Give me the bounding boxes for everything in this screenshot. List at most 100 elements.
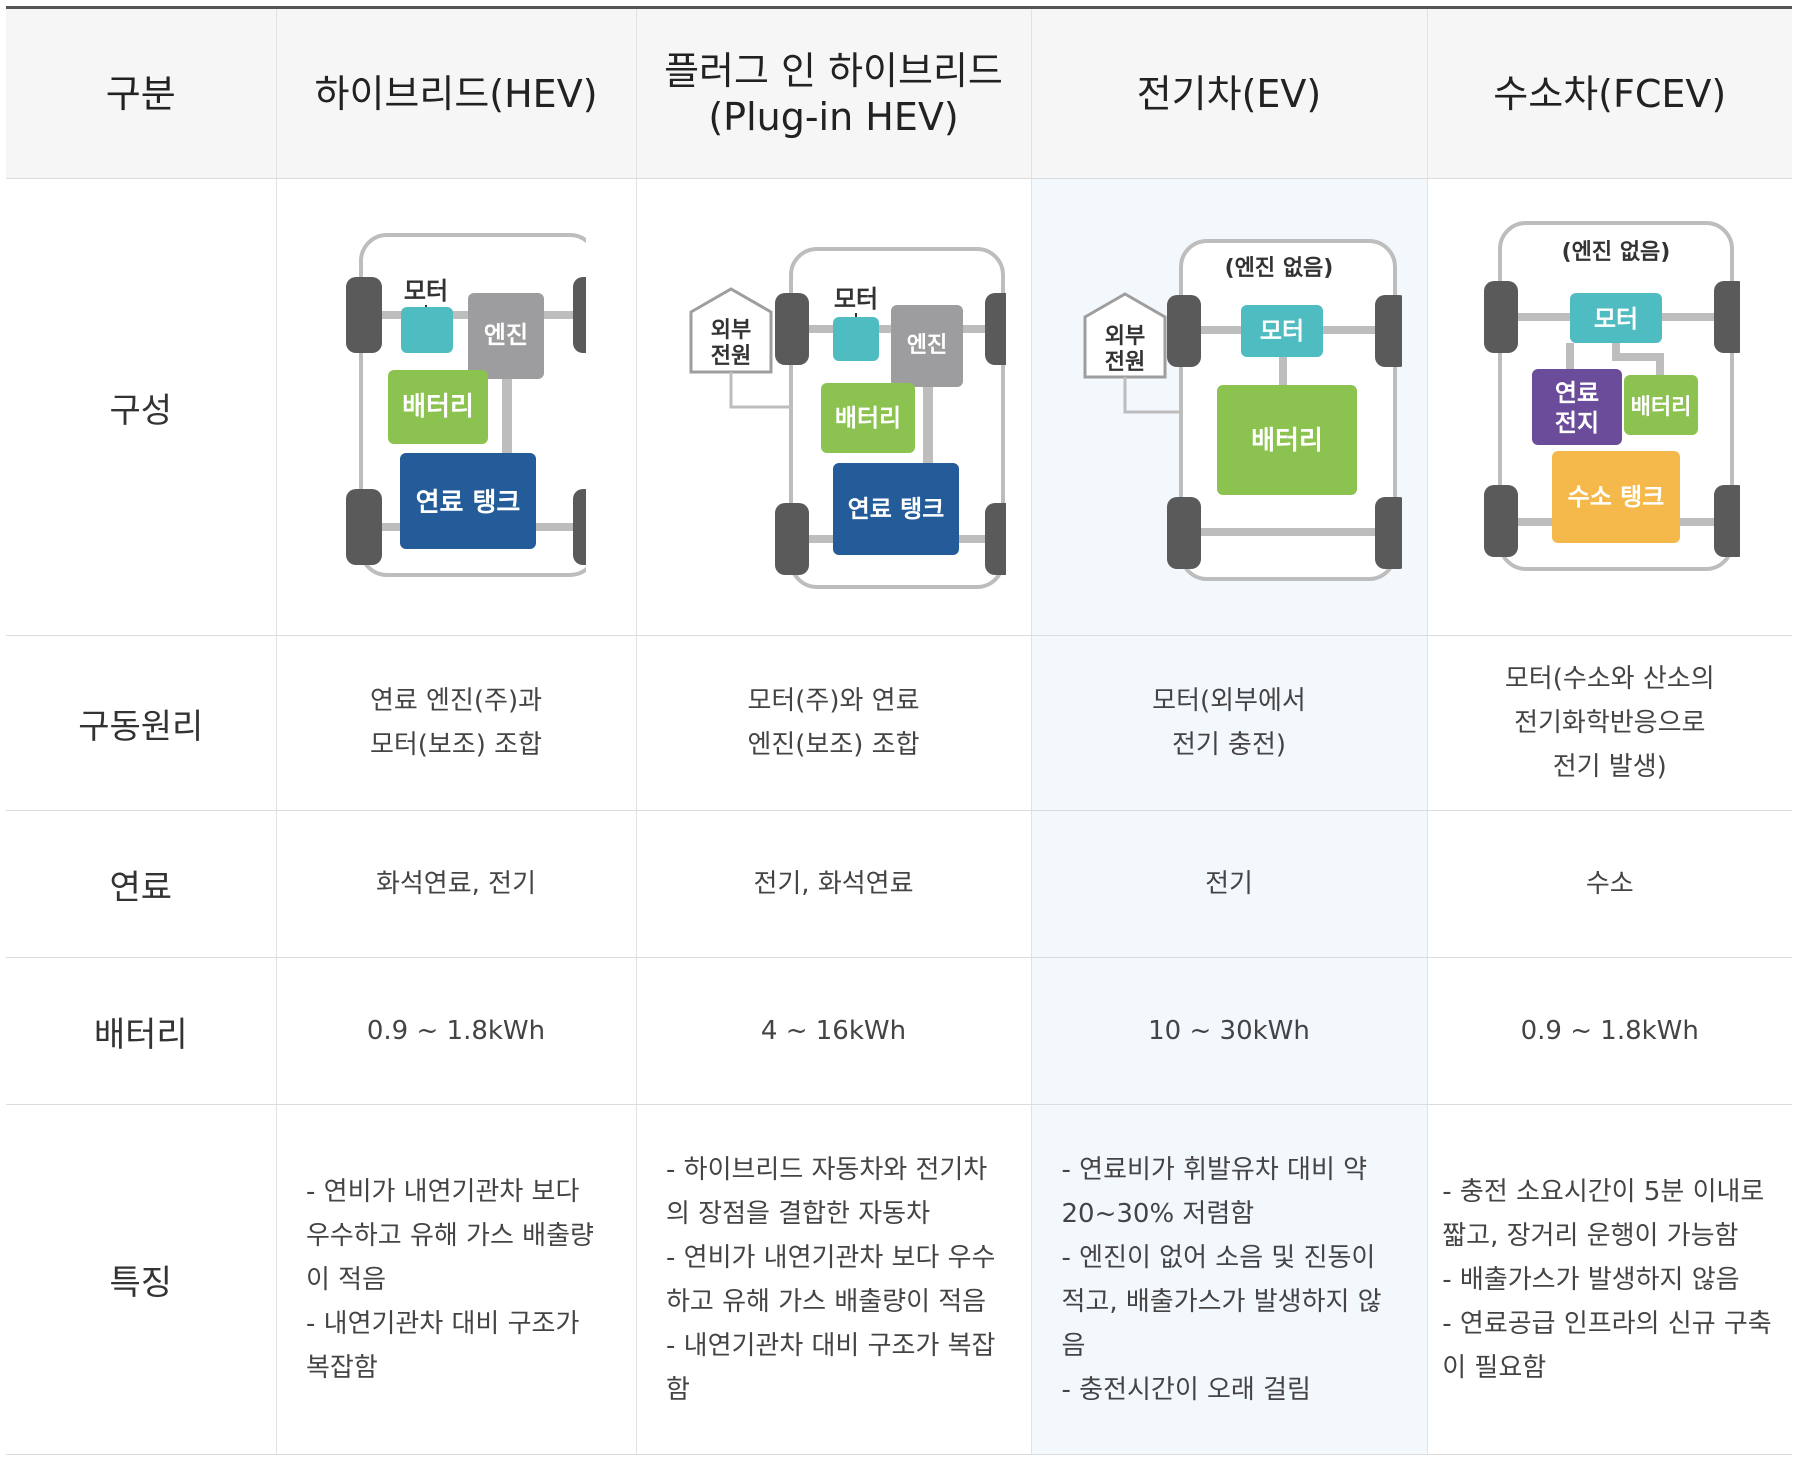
feature-item: - 충전시간이 오래 걸림 xyxy=(1061,1374,1311,1405)
wheel xyxy=(1483,281,1518,353)
feature-item: - 연비가 내연기관차 보다 우수하고 유해 가스 배출량이 적음 xyxy=(306,1176,594,1295)
hev-battery-cell: 0.9 ~ 1.8kWh xyxy=(276,957,637,1105)
header-phev-line2: (Plug-in HEV) xyxy=(708,94,959,139)
battery-label: 배터리 xyxy=(835,404,901,432)
fcev-fuel-cell: 수소 xyxy=(1427,810,1792,958)
phev-drive-line: 엔진(보조) 조합 xyxy=(747,730,920,760)
battery-block xyxy=(821,383,915,453)
feature-item: - 엔진이 없어 소음 및 진동이 적고, 배출가스가 발생하지 않음 xyxy=(1061,1242,1382,1361)
hev-fuel-cell: 화석연료, 전기 xyxy=(276,810,637,958)
feature-item: - 연료공급 인프라의 신규 구축이 필요함 xyxy=(1442,1308,1772,1383)
motor-label: 모터 xyxy=(834,285,878,313)
hydrogen-tank-block xyxy=(1551,451,1680,543)
header-phev: 플러그 인 하이브리드 (Plug-in HEV) xyxy=(636,7,1032,179)
header-phev-line1: 플러그 인 하이브리드 xyxy=(664,48,1003,93)
wheel xyxy=(1483,485,1518,557)
engine-block xyxy=(468,293,544,379)
ev-features-cell: - 연료비가 휘발유차 대비 약 20~30% 저렴함 - 엔진이 없어 소음 … xyxy=(1031,1104,1428,1455)
fcev-drive-line: 모터(수소와 산소의 xyxy=(1504,664,1715,694)
fcev-features-cell: - 충전 소요시간이 5분 이내로 짧고, 장거리 운행이 가능함 - 배출가스… xyxy=(1427,1104,1792,1455)
motor-block xyxy=(401,307,453,353)
motor-block xyxy=(1240,305,1323,357)
wheel xyxy=(1166,497,1201,569)
battery-block xyxy=(1216,385,1357,495)
battery-block xyxy=(388,370,488,444)
wheel xyxy=(346,277,382,353)
ev-drive-line: 전기 충전) xyxy=(1171,730,1287,760)
engine-label: 엔진 xyxy=(484,321,528,349)
hev-drive-line: 연료 엔진(주)과 xyxy=(369,686,543,716)
fcev-car-diagram: (엔진 없음) 모터 연료 전지 배터리 xyxy=(1483,221,1740,571)
motor-label: 모터 xyxy=(1594,305,1638,333)
external-label-2: 전원 xyxy=(1104,350,1144,375)
ev-diagram-cell: 외부 전원 (엔진 없음) 모터 배터리 xyxy=(1031,178,1428,636)
no-engine-label: (엔진 없음) xyxy=(1224,256,1333,281)
row-label-composition: 구성 xyxy=(6,178,277,636)
fuel-row: 연료 화석연료, 전기 전기, 화석연료 전기 수소 xyxy=(6,810,1792,958)
header-fcev: 수소차(FCEV) xyxy=(1427,7,1792,179)
engine-label: 엔진 xyxy=(907,333,947,358)
external-label-1: 외부 xyxy=(1104,324,1144,349)
row-label-battery: 배터리 xyxy=(6,957,277,1105)
battery-label: 배터리 xyxy=(1630,395,1691,420)
row-label-drive: 구동원리 xyxy=(6,635,277,811)
fcev-drive-cell: 모터(수소와 산소의 전기화학반응으로 전기 발생) xyxy=(1427,635,1792,811)
feature-item: - 연료비가 휘발유차 대비 약 20~30% 저렴함 xyxy=(1061,1154,1368,1229)
fuel-cell-label-1: 연료 xyxy=(1555,379,1599,407)
hev-drive-cell: 연료 엔진(주)과 모터(보조) 조합 xyxy=(276,635,637,811)
feature-item: - 내연기관차 대비 구조가 복잡함 xyxy=(666,1330,996,1405)
hev-features-cell: - 연비가 내연기관차 보다 우수하고 유해 가스 배출량이 적음 - 내연기관… xyxy=(276,1104,637,1455)
wheel xyxy=(1713,281,1740,353)
drive-row: 구동원리 연료 엔진(주)과 모터(보조) 조합 모터(주)와 연료 엔진(보조… xyxy=(6,635,1792,811)
fuel-tank-block xyxy=(400,453,536,549)
fuel-cell-label-2: 전지 xyxy=(1555,409,1599,437)
battery-label: 배터리 xyxy=(402,392,474,422)
header-hev: 하이브리드(HEV) xyxy=(276,7,637,179)
external-power-box xyxy=(1083,292,1166,379)
header-category: 구분 xyxy=(6,7,277,179)
ev-features-list: - 연료비가 휘발유차 대비 약 20~30% 저렴함 - 엔진이 없어 소음 … xyxy=(1062,1148,1397,1412)
row-label-features: 특징 xyxy=(6,1104,277,1455)
phev-fuel-cell: 전기, 화석연료 xyxy=(636,810,1032,958)
feature-item: - 충전 소요시간이 5분 이내로 짧고, 장거리 운행이 가능함 xyxy=(1442,1176,1765,1251)
wheel xyxy=(1374,295,1402,367)
battery-label: 배터리 xyxy=(1251,426,1323,456)
motor-block xyxy=(1569,293,1662,343)
engine-block xyxy=(891,305,963,387)
phev-features-cell: - 하이브리드 자동차와 전기차의 장점을 결합한 자동차 - 연비가 내연기관… xyxy=(636,1104,1032,1455)
hev-features-list: - 연비가 내연기관차 보다 우수하고 유해 가스 배출량이 적음 - 내연기관… xyxy=(306,1170,606,1390)
row-label-fuel: 연료 xyxy=(6,810,277,958)
fuel-cell-block xyxy=(1531,369,1622,445)
wheel xyxy=(775,503,809,575)
fuel-tank-block xyxy=(833,463,959,555)
fcev-drive-line: 전기 발생) xyxy=(1552,752,1667,782)
fcev-drive-line: 전기화학반응으로 xyxy=(1514,708,1706,738)
fuel-tank-label: 연료 탱크 xyxy=(416,488,521,518)
feature-item: - 배출가스가 발생하지 않음 xyxy=(1442,1264,1740,1295)
wheel xyxy=(985,503,1006,575)
phev-diagram-cell: 외부 전원 모터 엔진 배터리 xyxy=(636,178,1032,636)
phev-drive-line: 모터(주)와 연료 xyxy=(747,686,920,716)
phev-battery-cell: 4 ~ 16kWh xyxy=(636,957,1032,1105)
motor-label: 모터 xyxy=(404,277,448,305)
fcev-diagram-cell: (엔진 없음) 모터 연료 전지 배터리 xyxy=(1427,178,1792,636)
header-row: 구분 하이브리드(HEV) 플러그 인 하이브리드 (Plug-in HEV) … xyxy=(6,7,1792,179)
external-label-2: 전원 xyxy=(711,344,751,369)
hev-diagram-cell: 모터 엔진 배터리 연료 탱크 xyxy=(276,178,637,636)
feature-item: - 하이브리드 자동차와 전기차의 장점을 결합한 자동차 xyxy=(666,1154,988,1229)
motor-block xyxy=(833,317,879,361)
features-row: 특징 - 연비가 내연기관차 보다 우수하고 유해 가스 배출량이 적음 - 내… xyxy=(6,1104,1792,1455)
ev-drive-cell: 모터(외부에서 전기 충전) xyxy=(1031,635,1428,811)
hydrogen-tank-label: 수소 탱크 xyxy=(1567,483,1664,511)
ev-car-diagram: 외부 전원 (엔진 없음) 모터 배터리 xyxy=(1083,239,1402,581)
fcev-features-list: - 충전 소요시간이 5분 이내로 짧고, 장거리 운행이 가능함 - 배출가스… xyxy=(1442,1170,1777,1390)
hev-car-diagram: 모터 엔진 배터리 연료 탱크 xyxy=(346,233,586,577)
wheel xyxy=(573,489,586,565)
no-engine-label: (엔진 없음) xyxy=(1561,240,1670,265)
header-ev: 전기차(EV) xyxy=(1031,7,1428,179)
wheel xyxy=(1166,295,1201,367)
wheel xyxy=(573,277,586,353)
feature-item: - 연비가 내연기관차 보다 우수하고 유해 가스 배출량이 적음 xyxy=(666,1242,996,1317)
wheel xyxy=(775,293,809,365)
wheel xyxy=(1713,485,1740,557)
